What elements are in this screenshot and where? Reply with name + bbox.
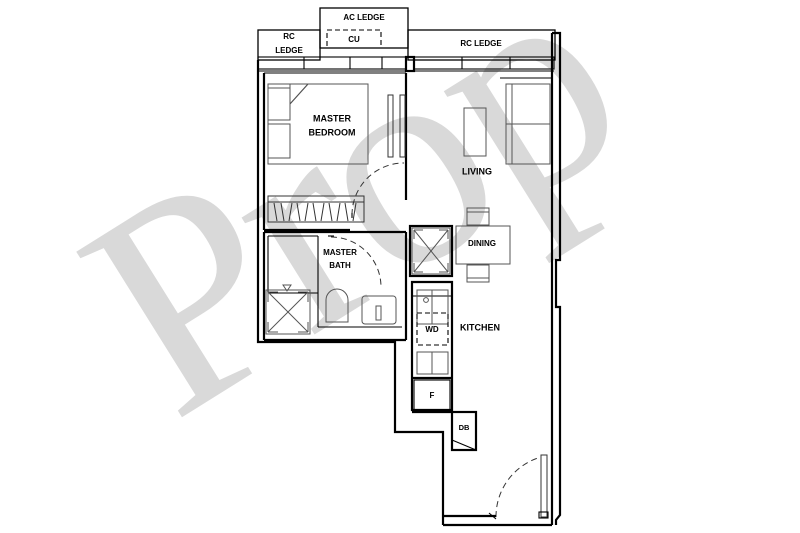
rc-ledge-right-group [407, 29, 556, 61]
entrance-door [495, 454, 549, 519]
dining-chair [466, 207, 490, 226]
ac-ledge-group [319, 7, 409, 49]
water-closet [325, 288, 349, 323]
label-ac-ledge: AC LEDGE [343, 13, 385, 22]
bed [267, 83, 369, 165]
kitchen-sink [416, 289, 449, 325]
label-dining: DINING [468, 239, 496, 248]
dining-chair [466, 264, 490, 283]
wash-basin [361, 295, 397, 325]
label-rc-ledge-left-line1: RC [283, 32, 295, 41]
label-kitchen: KITCHEN [460, 322, 500, 332]
outer-walls [256, 31, 562, 527]
label-rc-ledge-right: RC LEDGE [460, 39, 502, 48]
label-master-bath-line1: MASTER [323, 248, 357, 257]
window-band [257, 55, 555, 73]
label-master-bath-line2: BATH [329, 261, 351, 270]
distribution-board-group [450, 410, 478, 452]
kitchen-group [410, 280, 454, 414]
label-living: LIVING [462, 166, 492, 176]
label-master-bedroom-line2: BEDROOM [309, 127, 356, 137]
label-master-bedroom-line1: MASTER [313, 113, 352, 123]
rc-ledge-left-group [257, 29, 321, 61]
master-bedroom-group [262, 72, 408, 232]
tv-console [463, 107, 487, 157]
master-bath-group [262, 230, 408, 342]
hob [416, 351, 449, 375]
service-shaft [408, 224, 454, 278]
label-db: DB [459, 423, 470, 432]
shower-tray [265, 289, 311, 335]
label-wd: WD [425, 325, 439, 334]
sofa [505, 83, 551, 165]
label-cu: CU [348, 35, 360, 44]
living-group [463, 77, 552, 165]
label-rc-ledge-left-line2: LEDGE [275, 46, 303, 55]
dining-group [455, 207, 511, 283]
label-fridge: F [430, 391, 435, 400]
wardrobe [267, 195, 365, 223]
sliding-door [387, 94, 406, 158]
